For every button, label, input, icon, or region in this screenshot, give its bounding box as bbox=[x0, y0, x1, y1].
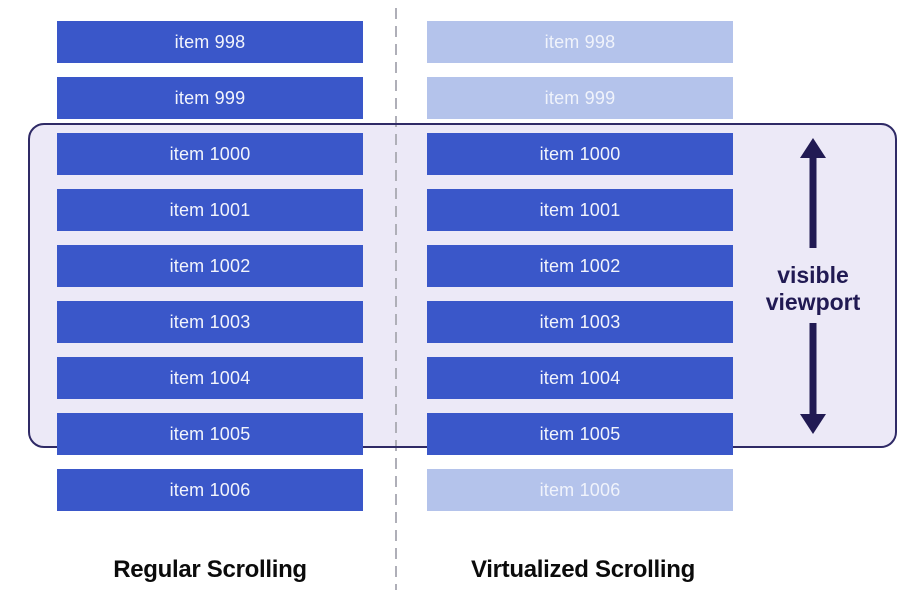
list-item: item 1005 bbox=[57, 413, 363, 455]
list-item: item 1001 bbox=[427, 189, 733, 231]
regular-scrolling-list: item 998 item 999 item 1000 item 1001 item 1… bbox=[57, 0, 363, 540]
visible-viewport-label: visible viewport bbox=[765, 262, 861, 315]
list-item-label: item 1003 bbox=[539, 312, 621, 332]
list-item-label: item 1005 bbox=[539, 424, 621, 444]
list-item: item 999 bbox=[57, 77, 363, 119]
list-item: item 1002 bbox=[57, 245, 363, 287]
list-item-label: item 1001 bbox=[169, 200, 251, 220]
virtualized-scrolling-list: item 998 item 999 item 1000 item 1001 item 1… bbox=[427, 0, 733, 540]
arrow-down-icon bbox=[800, 323, 826, 434]
list-item: item 998 bbox=[427, 21, 733, 63]
list-item: item 1004 bbox=[57, 357, 363, 399]
list-item: item 1006 bbox=[57, 469, 363, 511]
list-item-label: item 999 bbox=[544, 88, 616, 108]
list-item-label: item 1002 bbox=[169, 256, 251, 276]
list-item: item 998 bbox=[57, 21, 363, 63]
list-item-label: item 998 bbox=[544, 32, 616, 52]
list-item-label: item 1003 bbox=[169, 312, 251, 332]
list-item-label: item 998 bbox=[174, 32, 246, 52]
list-item-label: item 1000 bbox=[169, 144, 251, 164]
list-item-label: item 1005 bbox=[169, 424, 251, 444]
list-item-label: item 1000 bbox=[539, 144, 621, 164]
list-item: item 1003 bbox=[57, 301, 363, 343]
list-item-label: item 1004 bbox=[169, 368, 251, 388]
list-item: item 1006 bbox=[427, 469, 733, 511]
column-divider-line bbox=[395, 8, 397, 590]
list-item-label: item 1006 bbox=[169, 480, 251, 500]
list-item: item 1000 bbox=[427, 133, 733, 175]
list-item-label: item 1001 bbox=[539, 200, 621, 220]
arrow-up-icon bbox=[800, 138, 826, 248]
list-item-label: item 1004 bbox=[539, 368, 621, 388]
list-item: item 1005 bbox=[427, 413, 733, 455]
list-item: item 999 bbox=[427, 77, 733, 119]
list-item-label: item 1006 bbox=[539, 480, 621, 500]
list-item: item 1001 bbox=[57, 189, 363, 231]
list-item-label: item 999 bbox=[174, 88, 246, 108]
list-item: item 1004 bbox=[427, 357, 733, 399]
list-item-label: item 1002 bbox=[539, 256, 621, 276]
list-item: item 1002 bbox=[427, 245, 733, 287]
list-item: item 1003 bbox=[427, 301, 733, 343]
regular-scrolling-caption: Regular Scrolling bbox=[113, 556, 307, 583]
list-item: item 1000 bbox=[57, 133, 363, 175]
virtualized-scrolling-caption: Virtualized Scrolling bbox=[471, 556, 695, 583]
